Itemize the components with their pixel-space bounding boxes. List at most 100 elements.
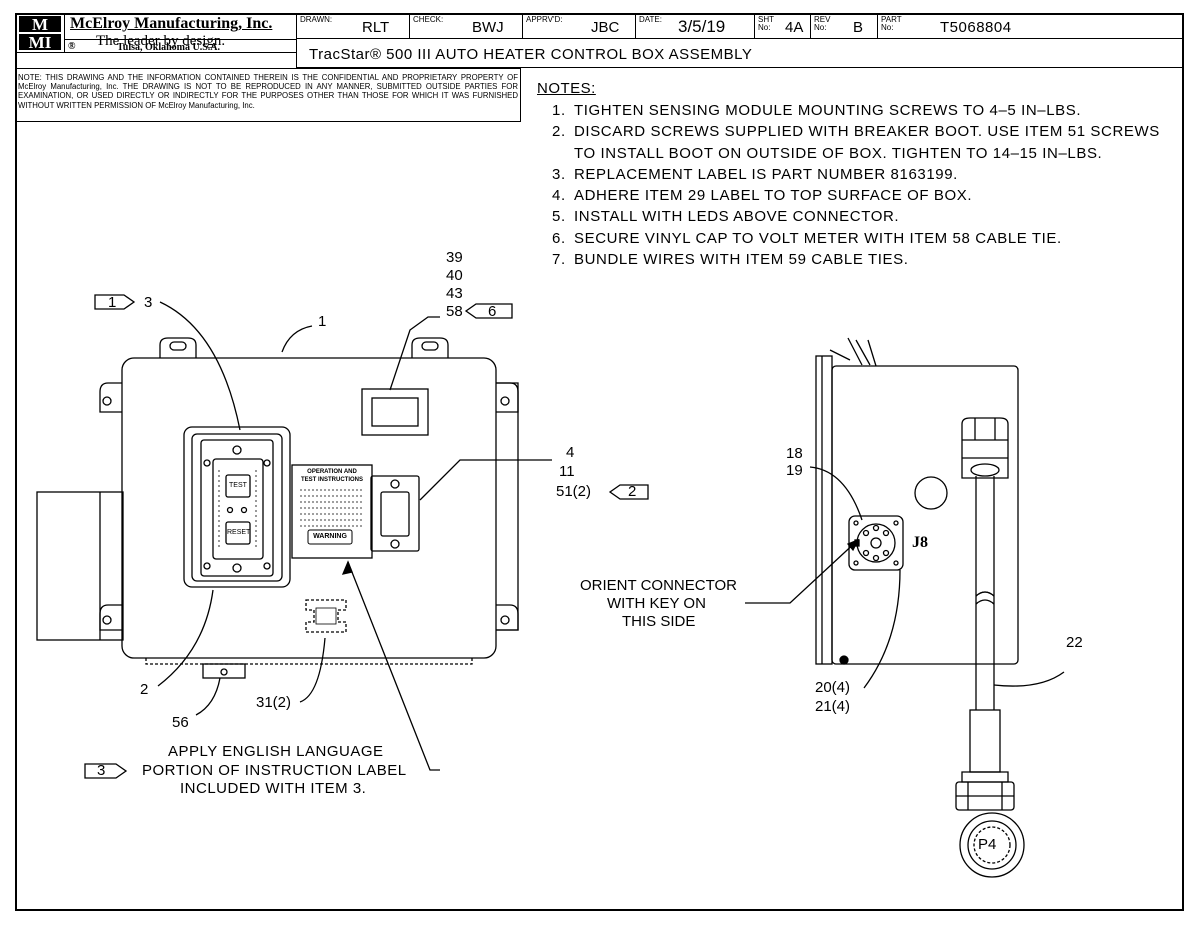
svg-text:M: M <box>32 15 48 34</box>
reset-label: RESET <box>227 529 251 536</box>
flag-6-text: 6 <box>488 303 497 320</box>
note-text: SECURE VINYL CAP TO VOLT METER WITH ITEM… <box>574 229 1062 247</box>
orient-note-1: ORIENT CONNECTOR <box>580 577 737 594</box>
cable-gland <box>961 417 1009 479</box>
apply-note-3: INCLUDED WITH ITEM 3. <box>180 780 367 797</box>
note-text: INSTALL WITH LEDS ABOVE CONNECTOR. <box>574 208 900 226</box>
part-label: PART No: <box>881 15 902 32</box>
callout-51: 51(2) <box>556 483 592 500</box>
drawn-value: RLT <box>362 19 390 36</box>
check-value: BWJ <box>472 19 504 36</box>
callout-11: 11 <box>559 463 575 480</box>
reset-button <box>225 521 251 545</box>
plug-boot <box>969 709 1001 773</box>
callout-22: 22 <box>1066 634 1083 651</box>
note-item: 6. SECURE VINYL CAP TO VOLT METER WITH IT… <box>552 228 1174 249</box>
flag-1 <box>94 294 136 310</box>
plug-label-p4: P4 <box>978 836 997 853</box>
mmi-logo-icon: M MI <box>19 15 61 52</box>
title-cell: TracStar® 500 III AUTO HEATER CONTROL BO… <box>296 38 1184 68</box>
note-number: 6. <box>552 229 566 247</box>
callout-4: 4 <box>566 444 575 461</box>
instruction-label <box>291 464 373 559</box>
sheet-value: 4A <box>785 19 804 36</box>
test-label: TEST <box>229 482 247 489</box>
op-title-2: TEST INSTRUCTIONS <box>300 477 363 483</box>
callout-31: 31(2) <box>256 694 292 711</box>
note-number: 7. <box>552 251 566 269</box>
svg-text:MI: MI <box>29 33 52 52</box>
callout-43: 43 <box>446 285 463 302</box>
confidential-notice: NOTE: THIS DRAWING AND THE INFORMATION C… <box>18 73 518 110</box>
company-name: McElroy Manufacturing, Inc. <box>70 15 273 32</box>
leader-orient <box>745 539 859 604</box>
callout-40: 40 <box>446 267 463 284</box>
note-item: 2. DISCARD SCREWS SUPPLIED WITH BREAKER B… <box>552 121 1174 164</box>
callout-20: 20(4) <box>815 679 851 696</box>
apprvd-label: APPRV'D: <box>526 15 563 24</box>
op-title-1: OPERATION AND <box>307 469 357 475</box>
volt-meter <box>361 388 429 436</box>
front-view <box>36 294 649 779</box>
leader-18 <box>809 466 863 521</box>
hinge-right <box>411 337 449 358</box>
company-box: McElroy Manufacturing, Inc. The leader b… <box>64 13 297 53</box>
apply-note-1: APPLY ENGLISH LANGUAGE <box>168 743 384 760</box>
note-item: 1. TIGHTEN SENSING MODULE MOUNTING SCREWS… <box>552 100 1174 121</box>
date-label: DATE: <box>639 15 662 24</box>
callout-21: 21(4) <box>815 698 851 715</box>
leader-31 <box>299 637 326 703</box>
bottom-plug <box>202 663 246 679</box>
note-text: ADHERE ITEM 29 LABEL TO TOP SURFACE OF B… <box>574 187 973 205</box>
check-label: CHECK: <box>413 15 444 24</box>
note-item: 4. ADHERE ITEM 29 LABEL TO TOP SURFACE OF… <box>552 185 1174 206</box>
leader-58 <box>389 316 440 391</box>
flag-1-text: 1 <box>108 294 117 311</box>
leader-2 <box>157 589 214 687</box>
leader-56 <box>195 677 221 716</box>
apply-note-2: PORTION OF INSTRUCTION LABEL <box>142 762 407 779</box>
orient-note-3: THIS SIDE <box>622 613 696 630</box>
leader-4 <box>419 459 552 501</box>
leader-20 <box>863 569 901 689</box>
callout-1: 1 <box>318 313 327 330</box>
side-hinge <box>829 337 877 367</box>
note-number: 2. <box>552 123 566 141</box>
note-item: 5. INSTALL WITH LEDS ABOVE CONNECTOR. <box>552 206 1174 227</box>
rev-value: B <box>853 19 864 36</box>
note-text: DISCARD SCREWS SUPPLIED WITH BREAKER BOO… <box>574 123 1160 162</box>
company-divider <box>64 39 297 40</box>
drawing-frame <box>15 13 1184 911</box>
leader-instruction <box>347 561 440 771</box>
flag-2 <box>608 484 649 500</box>
callout-19: 19 <box>786 462 803 479</box>
side-view <box>745 337 1065 878</box>
note-number: 1. <box>552 102 566 119</box>
note-text: TIGHTEN SENSING MODULE MOUNTING SCREWS T… <box>574 102 1082 119</box>
receptacle <box>370 475 420 552</box>
test-button <box>225 474 251 498</box>
company-slogan: The leader by design. <box>96 33 226 49</box>
notes-title: NOTES: <box>537 80 596 97</box>
flag-3-text: 3 <box>97 762 106 779</box>
gfci-housing <box>183 426 291 588</box>
drawn-label: DRAWN: <box>300 15 333 24</box>
leader-1 <box>281 325 313 353</box>
note-number: 3. <box>552 165 566 183</box>
notice-box <box>15 68 521 122</box>
note-number: 5. <box>552 208 566 226</box>
registered-mark: ® <box>68 41 76 52</box>
notes-list: 1. TIGHTEN SENSING MODULE MOUNTING SCREWS… <box>552 100 1174 270</box>
callout-39: 39 <box>446 249 463 266</box>
flag-6 <box>464 303 513 319</box>
connector-label-j8: J8 <box>912 534 928 551</box>
note-text: BUNDLE WIRES WITH ITEM 59 CABLE TIES. <box>574 251 909 269</box>
callout-56: 56 <box>172 714 189 731</box>
callout-58: 58 <box>446 303 463 320</box>
apprvd-value: JBC <box>591 19 620 36</box>
warning-label: WARNING <box>313 533 347 540</box>
note-item: 3.REPLACEMENT LABEL IS PART NUMBER 81631… <box>552 164 1174 185</box>
orient-note-2: WITH KEY ON <box>607 595 706 612</box>
note-number: 4. <box>552 187 566 205</box>
